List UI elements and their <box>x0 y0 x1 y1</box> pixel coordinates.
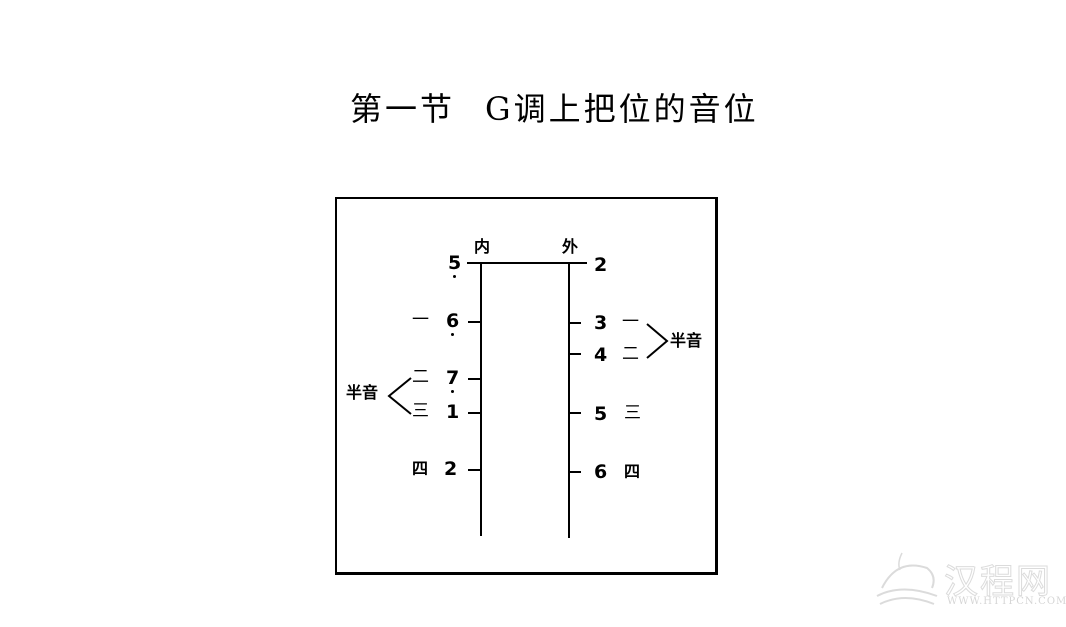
outer-string-label: 外 <box>562 237 579 256</box>
inner-note-2: 7 <box>446 367 460 389</box>
watermark: 汉程网 WWW.HTTPCN.COM <box>872 548 1066 613</box>
watermark-name: 汉程网 <box>944 562 1052 603</box>
section-number: 第一节 <box>350 90 456 128</box>
outer-tick-2 <box>569 353 581 355</box>
semitone-bracket-left-icon <box>387 377 412 415</box>
inner-tick-3 <box>468 412 480 414</box>
inner-string-label: 内 <box>474 237 491 256</box>
page-title: 第一节 G调上把位的音位 <box>350 84 759 130</box>
outer-string-line <box>568 263 570 538</box>
inner-note-open: 5 <box>448 252 462 274</box>
inner-string-line <box>480 263 482 536</box>
low-octave-dot <box>451 333 454 336</box>
inner-note-3: 1 <box>446 401 460 423</box>
low-octave-dot <box>451 390 454 393</box>
outer-note-2: 4 <box>594 344 608 366</box>
fingering-diagram-frame <box>335 197 718 575</box>
outer-tick-3 <box>569 412 581 414</box>
outer-finger-2: 二 <box>622 344 639 364</box>
semitone-label-right: 半音 <box>670 331 703 350</box>
outer-finger-4: 四 <box>624 462 641 481</box>
outer-note-1: 3 <box>594 312 608 334</box>
inner-tick-2 <box>468 378 480 380</box>
outer-note-4: 6 <box>594 461 608 483</box>
inner-finger-2: 二 <box>412 367 429 387</box>
outer-note-3: 5 <box>594 403 608 425</box>
inner-note-4: 2 <box>444 458 458 480</box>
watermark-url: WWW.HTTPCN.COM <box>947 596 1066 607</box>
outer-finger-1: 一 <box>622 312 639 332</box>
outer-note-open: 2 <box>594 254 608 276</box>
inner-tick-1 <box>468 321 480 323</box>
section-heading: G调上把位的音位 <box>485 90 759 128</box>
semitone-bracket-right-icon <box>646 323 669 359</box>
outer-tick-1 <box>569 322 581 324</box>
inner-note-1: 6 <box>446 310 460 332</box>
inner-finger-3: 三 <box>412 401 429 421</box>
outer-tick-4 <box>569 471 581 473</box>
nut-line <box>467 262 587 264</box>
outer-finger-3: 三 <box>624 403 641 423</box>
semitone-label-left: 半音 <box>346 383 379 402</box>
watermark-logo-icon <box>876 552 938 605</box>
inner-finger-1: 一 <box>412 310 429 330</box>
inner-finger-4: 四 <box>412 459 429 478</box>
inner-tick-4 <box>468 469 480 471</box>
low-octave-dot <box>453 275 456 278</box>
